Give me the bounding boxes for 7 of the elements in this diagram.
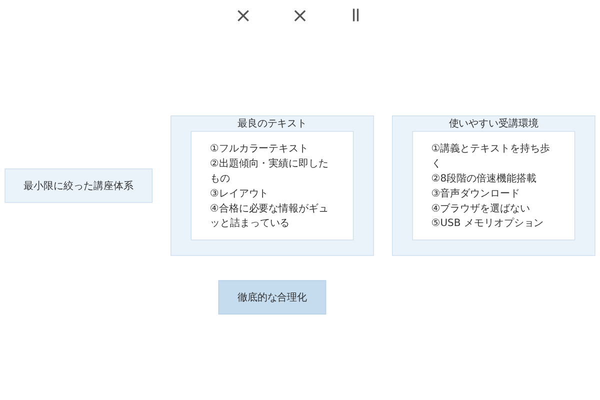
node-box: ①フルカラーテキスト ②出題傾向・実績に即したもの ③レイアウト ④合格に必要な情報がギュッと詰まっている bbox=[190, 131, 354, 240]
node-box: 徹底的な合理化 bbox=[218, 280, 326, 314]
equals-sign: = bbox=[344, 6, 369, 24]
node-box: 最小限に絞った講座体系 bbox=[4, 168, 152, 203]
multiply-sign: × bbox=[234, 3, 252, 27]
multiply-sign: × bbox=[292, 3, 308, 27]
node-box: ①講義とテキストを持ち歩く ②8段階の倍速機能搭載 ③音声ダウンロード ④ブラウザを選ばない ⑤USB メモリオプション bbox=[412, 131, 576, 240]
